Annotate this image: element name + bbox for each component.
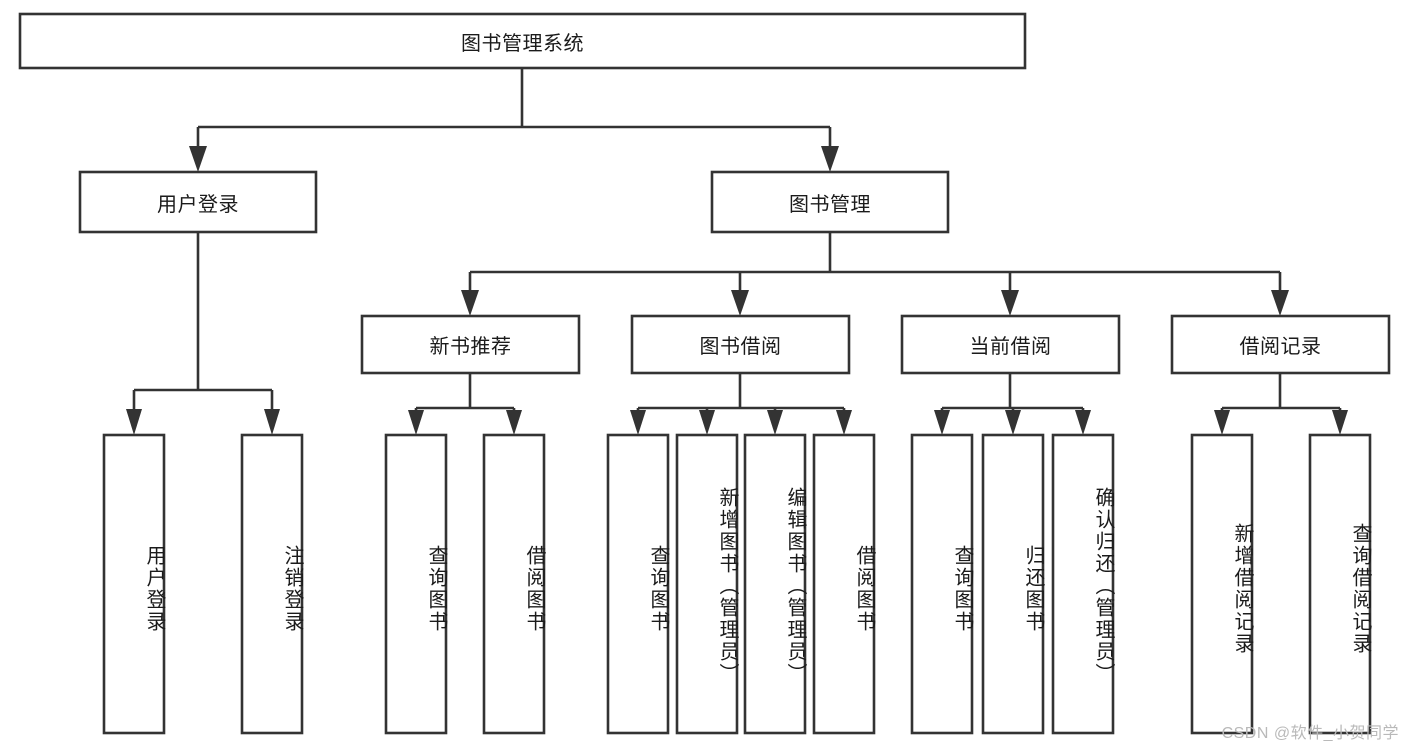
arrowhead-leaf-borrow-book-2: [836, 410, 852, 435]
arrowhead-leaf-query-book-3: [934, 410, 950, 435]
node-box-leaf-query-book-1[interactable]: [384, 433, 448, 735]
node-box-root[interactable]: [18, 12, 1027, 70]
arrowhead-leaf-user-login: [126, 409, 142, 435]
node-box-leaf-query-book-2[interactable]: [606, 433, 670, 735]
node-box-leaf-return-book[interactable]: [981, 433, 1045, 735]
arrowhead-leaf-logout: [264, 409, 280, 435]
node-box-leaf-borrow-book-2[interactable]: [812, 433, 876, 735]
node-box-leaf-add-book[interactable]: [675, 433, 739, 735]
node-box-leaf-query-record[interactable]: [1308, 433, 1372, 735]
arrowhead-book-borrow: [731, 290, 749, 316]
arrowhead-leaf-query-book-2: [630, 410, 646, 435]
arrowhead-new-book-recommend: [461, 290, 479, 316]
node-box-leaf-user-login[interactable]: [102, 433, 166, 735]
node-box-leaf-edit-book[interactable]: [743, 433, 807, 735]
arrowhead-leaf-add-record: [1214, 410, 1230, 435]
arrowhead-user-login: [189, 146, 207, 172]
arrowhead-borrow-record: [1271, 290, 1289, 316]
node-box-leaf-query-book-3[interactable]: [910, 433, 974, 735]
arrowhead-leaf-borrow-book-1: [506, 410, 522, 435]
node-box-book-management[interactable]: [710, 170, 950, 234]
node-box-leaf-logout[interactable]: [240, 433, 304, 735]
node-box-current-borrow[interactable]: [900, 314, 1121, 375]
node-box-leaf-add-record[interactable]: [1190, 433, 1254, 735]
arrowhead-leaf-edit-book: [767, 410, 783, 435]
node-box-borrow-record[interactable]: [1170, 314, 1391, 375]
node-box-book-borrow[interactable]: [630, 314, 851, 375]
arrowhead-book-management: [821, 146, 839, 172]
arrowhead-current-borrow: [1001, 290, 1019, 316]
node-box-leaf-borrow-book-1[interactable]: [482, 433, 546, 735]
node-box-new-book-recommend[interactable]: [360, 314, 581, 375]
arrowhead-leaf-return-book: [1005, 410, 1021, 435]
arrowhead-leaf-query-book-1: [408, 410, 424, 435]
node-box-user-login[interactable]: [78, 170, 318, 234]
arrowhead-leaf-add-book: [699, 410, 715, 435]
node-box-leaf-confirm-return[interactable]: [1051, 433, 1115, 735]
arrowhead-leaf-confirm-return: [1075, 410, 1091, 435]
arrowhead-leaf-query-record: [1332, 410, 1348, 435]
